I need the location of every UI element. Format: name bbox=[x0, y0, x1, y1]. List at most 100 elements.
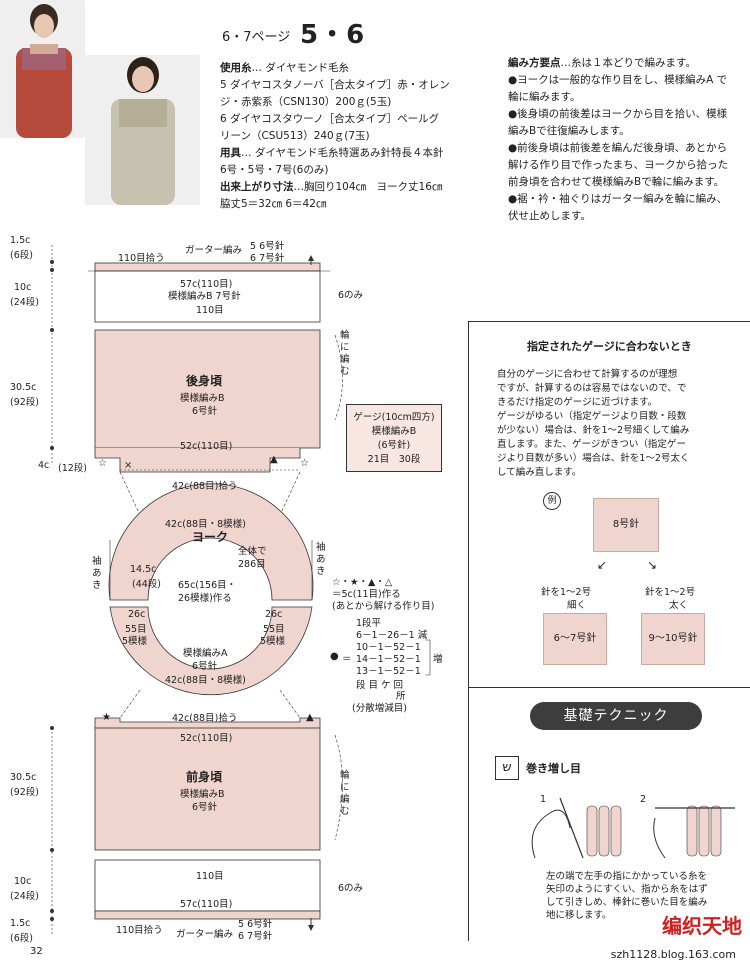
technique-desc-3: して引きしめ、棒針に巻いた目を編み bbox=[546, 897, 708, 908]
technique-illustration bbox=[531, 797, 735, 859]
technique-description: 左の端で左手の指にかかっている糸を 矢印のようにすくい、指から糸をはず して引き… bbox=[546, 870, 708, 922]
yoke-needle: 6号針 bbox=[192, 661, 218, 672]
back-garter-label: ガーター編み bbox=[185, 245, 243, 256]
yoke-pickup-label: 42c(88目)拾う bbox=[172, 481, 238, 492]
front-count-bottom: 110目 bbox=[196, 871, 224, 882]
gauge-text-6: 直します。また、ゲージがきつい（指定ゲー bbox=[497, 439, 686, 450]
front-extension bbox=[94, 859, 321, 912]
front-needle: 6号針 bbox=[192, 802, 218, 813]
technique-section bbox=[468, 686, 750, 941]
yoke-left-dim: 14.5c bbox=[130, 564, 157, 575]
gauge-text-7: ジより目数が多い）場合は、針を1～2号太く bbox=[497, 453, 690, 464]
back-needle-6: 6 7号針 bbox=[250, 253, 285, 264]
materials-block: 使用糸… ダイヤモンド毛糸 5 ダイヤコスタノーバ［合太タイプ］赤・オレン ジ・… bbox=[220, 60, 490, 213]
yoke-left-5: 5模様 bbox=[122, 636, 148, 647]
yoke-left-26: 26c bbox=[128, 609, 146, 620]
right-result-box: 9～10号針 bbox=[641, 613, 705, 665]
back-ring-label: 輪に編む bbox=[340, 330, 350, 377]
point-3b: 解ける作り目で作ったまち、ヨークから拾った bbox=[508, 159, 729, 171]
pattern-diagram bbox=[50, 245, 431, 935]
yarn-5-line-2: ジ・赤紫系（CSN130）200ｇ(5玉) bbox=[220, 96, 392, 108]
back-dim-1-5: 1.5c bbox=[10, 235, 31, 246]
point-3a: ●前後身頃は前後差を編んだ後身頃、あとから bbox=[508, 142, 728, 154]
step-1: 1 bbox=[540, 794, 547, 805]
front-dim-1-5-rows: (6段) bbox=[10, 933, 33, 944]
yoke-top bbox=[108, 483, 314, 601]
front-garter-band bbox=[94, 910, 321, 920]
watermark: 编织天地 bbox=[662, 914, 742, 938]
notes-r4: 13－1－52－1 bbox=[356, 666, 421, 677]
yarn-6-line-1: 6 ダイヤコスタウーノ［合太タイプ］ペールグ bbox=[220, 113, 440, 125]
technique-title: 巻き増し目 bbox=[526, 762, 581, 775]
yoke-title: ヨーク bbox=[192, 530, 229, 544]
front-dim-1-5: 1.5c bbox=[10, 918, 31, 929]
point-2b: 編みBで往復編みします。 bbox=[508, 125, 630, 137]
front-only6: 6のみ bbox=[338, 883, 364, 894]
notes-r1: 6－1－26－1 減 bbox=[356, 630, 428, 641]
front-width-top: 52c(110目) bbox=[180, 733, 233, 744]
arrow-down-right-icon: ↘ bbox=[647, 558, 658, 572]
yarn-5-line-1: 5 ダイヤコスタノーバ［合太タイプ］赤・オレン bbox=[220, 79, 450, 91]
notes-legend-eq: ＝ bbox=[342, 654, 352, 665]
footer-url: szh1128.blog.163.com bbox=[610, 948, 736, 961]
star-right: ☆ bbox=[300, 458, 309, 469]
dot-marker-icon: ● bbox=[330, 651, 339, 662]
materials-yarn: … ダイヤモンド毛糸 bbox=[251, 62, 350, 74]
technique-desc-2: 矢印のようにすくい、指から糸をはず bbox=[546, 884, 708, 895]
front-width-bottom: 57c(110目) bbox=[180, 899, 233, 910]
gauge-text-3: きるだけ指定のゲージに近づけます。 bbox=[497, 397, 658, 408]
back-dim-10-rows: (24段) bbox=[10, 297, 40, 308]
materials-label: 使用糸 bbox=[220, 62, 252, 74]
yoke-bottom bbox=[109, 606, 313, 696]
tools-sizes: 6号・5号・7号(6のみ) bbox=[220, 164, 329, 176]
back-body bbox=[94, 329, 321, 449]
center-needle-box: 8号針 bbox=[593, 498, 659, 552]
yoke-pattern: 模様編みA bbox=[183, 648, 228, 659]
gauge-pattern: 模様編みB bbox=[371, 426, 417, 437]
gauge-adjust-title: 指定されたゲージに合わないとき bbox=[527, 340, 692, 353]
left-caption-1: 針を1～2号 bbox=[541, 587, 592, 598]
yoke-left-55: 55目 bbox=[125, 624, 147, 635]
notes-r3: 14－1－52－1 bbox=[356, 654, 421, 665]
front-dim-10-rows: (24段) bbox=[10, 891, 40, 902]
arrow-down-left-icon: ↙ bbox=[597, 558, 608, 572]
gauge-adjust-panel: 指定されたゲージに合わないとき 自分のゲージに合わせて計算するのが理想 ですが、… bbox=[468, 321, 750, 688]
back-dim-30-5-rows: (92段) bbox=[10, 397, 40, 408]
technique-desc-4: 地に移します。 bbox=[546, 910, 612, 921]
back-pattern-top: 模様編みB 7号針 bbox=[168, 291, 241, 302]
cross-mark-left: × bbox=[124, 460, 133, 471]
front-dim-10: 10c bbox=[14, 876, 32, 887]
yoke-center-2: 26模様)作る bbox=[178, 593, 232, 604]
back-needle-5: 5 6号針 bbox=[250, 241, 285, 252]
yoke-outer-label: 42c(88目・8模様) bbox=[165, 519, 246, 530]
gauge-adjust-text: 自分のゲージに合わせて計算するのが理想 ですが、計算するのは容易ではないので、で… bbox=[497, 368, 742, 480]
notes-header-2: 所 bbox=[396, 691, 406, 702]
back-dim-4: 4c bbox=[38, 460, 50, 471]
page-number: 32 bbox=[30, 946, 43, 957]
yarn-6-line-2: リーン（CSU513）240ｇ(7玉) bbox=[220, 130, 370, 142]
point-4a: ●裾・衿・袖ぐりはガーター編みを輪に編み、 bbox=[508, 193, 728, 205]
notes-eq2: (あとから解ける作り目) bbox=[332, 601, 435, 612]
front-body bbox=[94, 727, 321, 851]
gauge-text-4: ゲージがゆるい（指定ゲージより目数・段数 bbox=[497, 411, 687, 422]
front-needle-5: 5 6号針 bbox=[238, 919, 273, 930]
back-width-top: 57c(110目) bbox=[180, 279, 233, 290]
notes-symbols: ☆・★・▲・△ bbox=[332, 577, 393, 588]
back-dim-1-5-rows: (6段) bbox=[10, 250, 33, 261]
step-2: 2 bbox=[640, 794, 647, 805]
yoke-right-55: 55目 bbox=[263, 624, 285, 635]
gauge-needle: (6号針) bbox=[377, 440, 411, 451]
points-label: 編み方要点 bbox=[508, 57, 561, 69]
points-intro: …糸は１本どりで編みます。 bbox=[560, 57, 696, 69]
technique-title-pill: 基礎テクニック bbox=[530, 702, 702, 730]
right-caption-2: 太く bbox=[669, 600, 689, 611]
point-3c: 前身頃を合わせて模様編みBで輪に編みます。 bbox=[508, 176, 725, 188]
model-photo-6 bbox=[85, 55, 200, 205]
back-pickup-label: 110目拾う bbox=[118, 253, 165, 264]
yoke-right-26: 26c bbox=[265, 609, 283, 620]
back-extension bbox=[94, 270, 321, 323]
front-pattern: 模様編みB bbox=[180, 789, 225, 800]
knitting-points: 編み方要点…糸は１本どりで編みます。 ●ヨークは一般的な作り目をし、模様編みA … bbox=[508, 55, 750, 225]
yoke-inner-label: 42c(88目・8模様) bbox=[165, 675, 246, 686]
back-garter-band bbox=[94, 262, 321, 272]
